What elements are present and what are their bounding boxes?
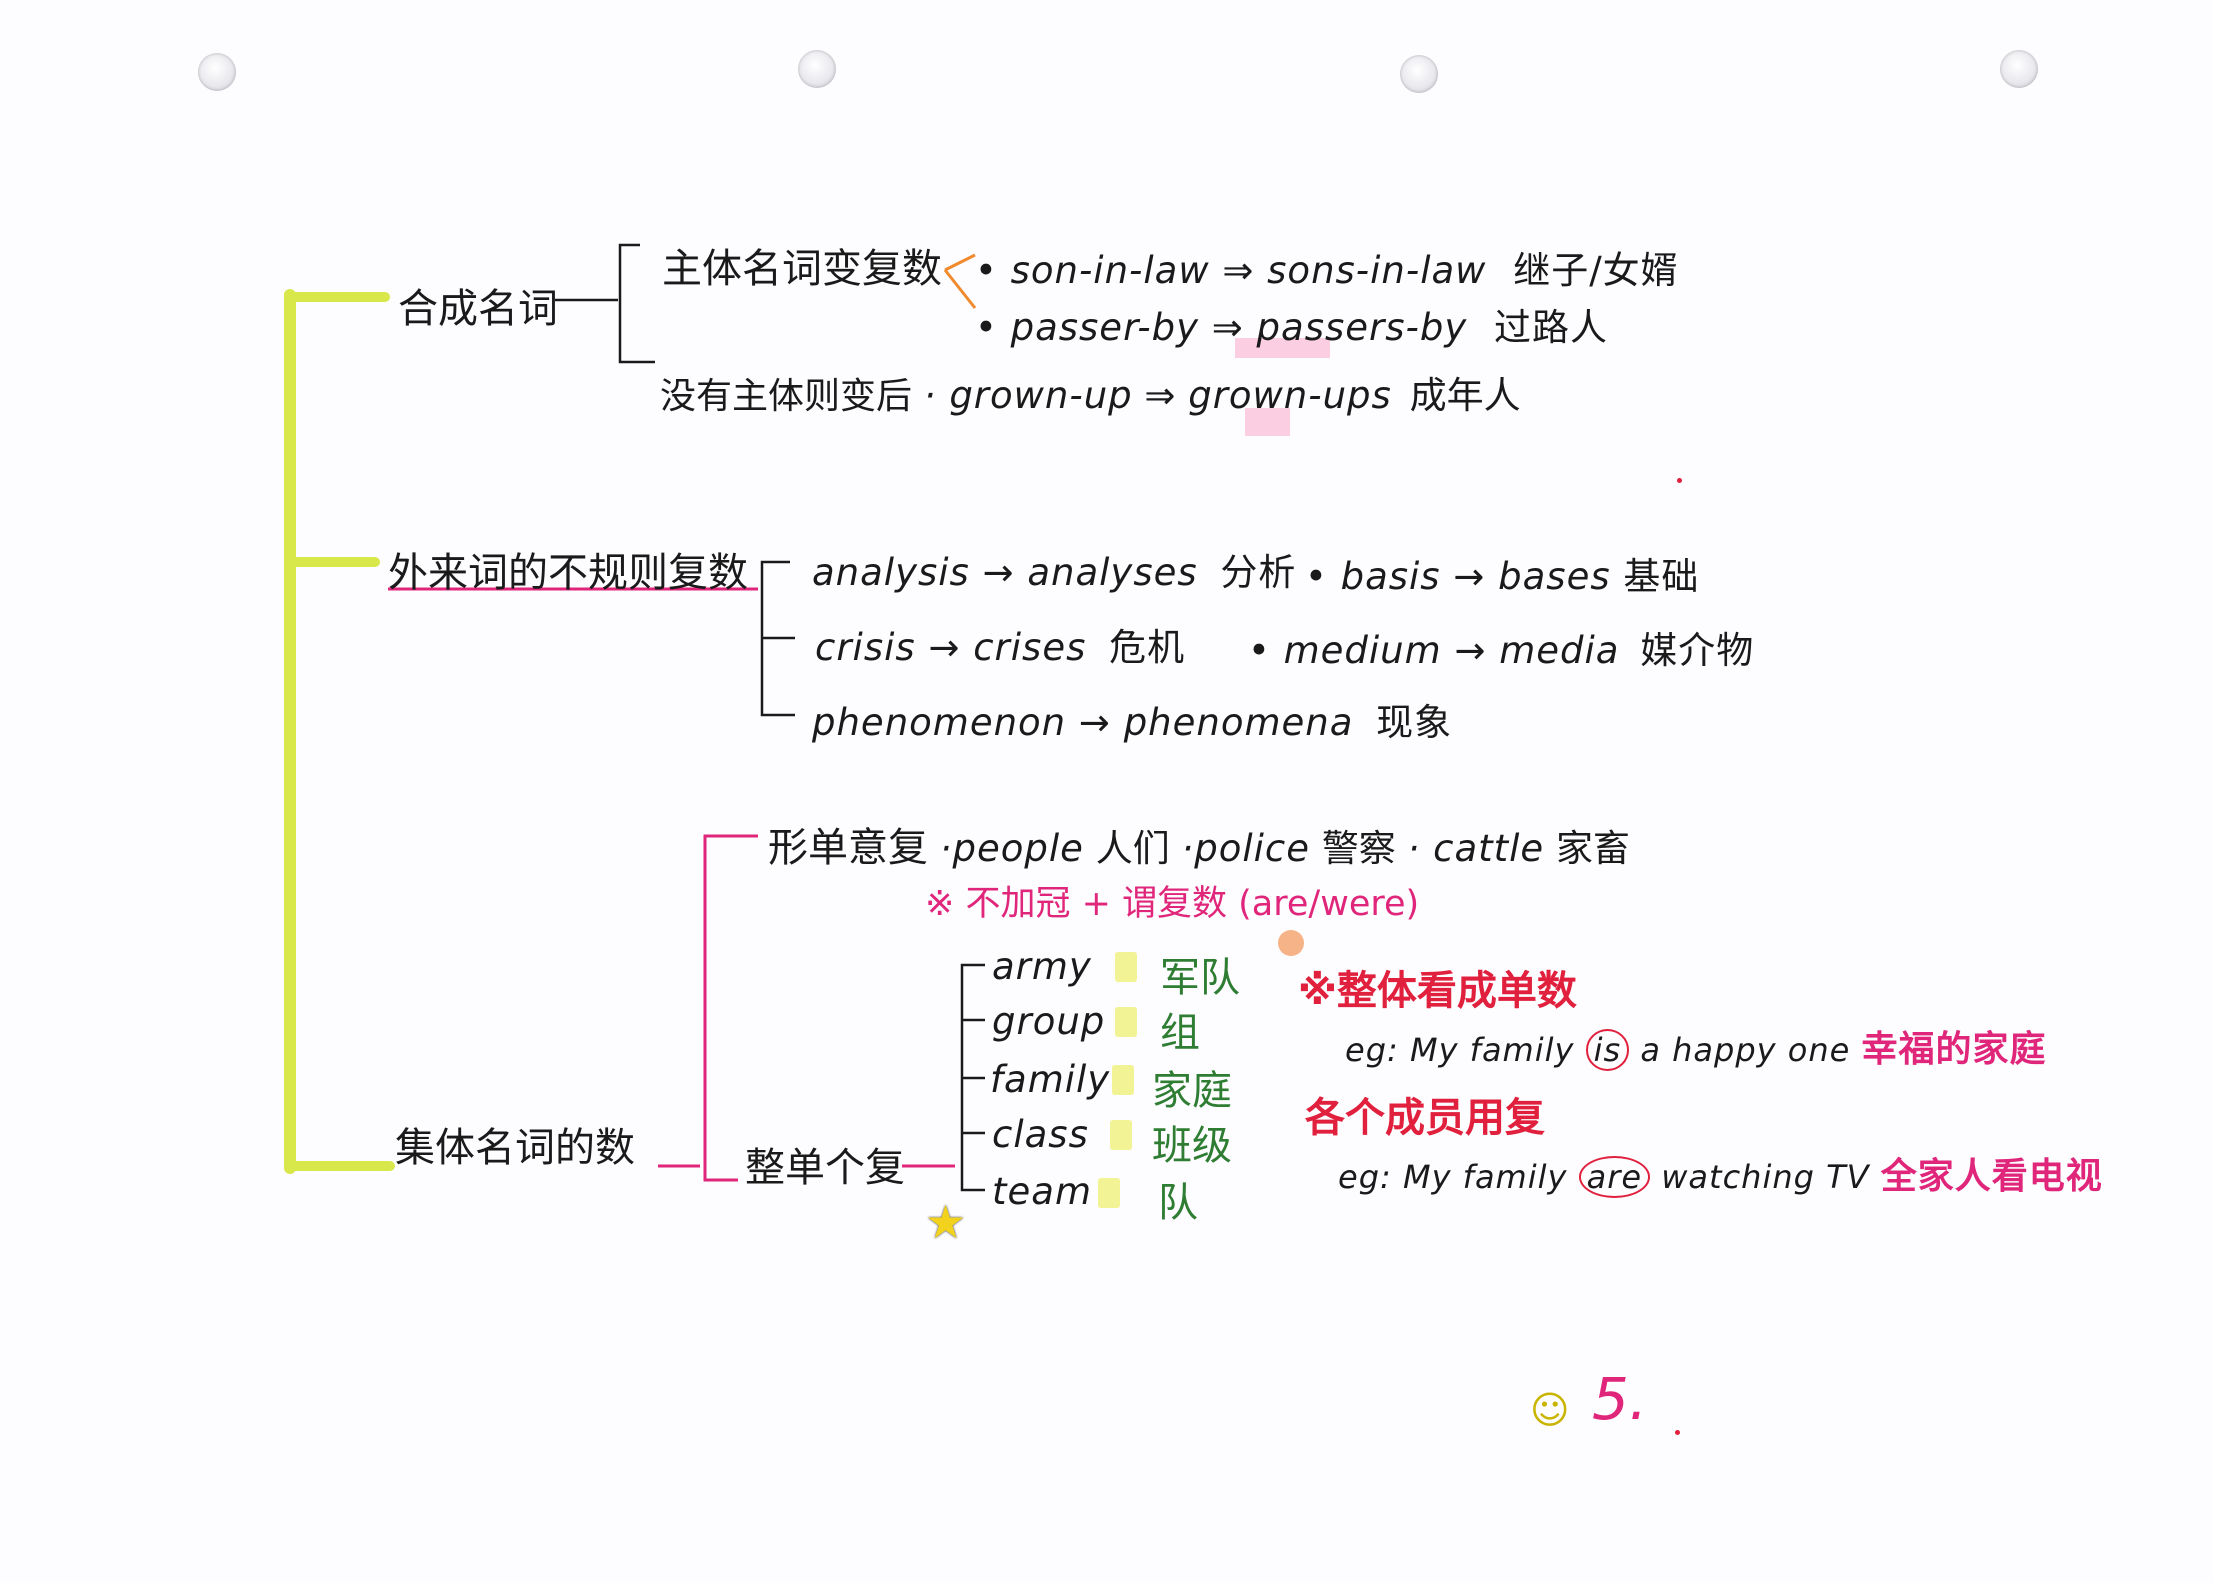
node-main-noun-plural: 主体名词变复数: [662, 246, 942, 292]
highlight-mark: [1112, 1065, 1134, 1095]
example-row: phenomenon → phenomena 现象: [812, 701, 1453, 744]
ink-dot: [1675, 1430, 1680, 1435]
node-singular-form-plural-meaning: 形单意复 ·people 人们 ·police 警察 · cattle 家畜: [768, 825, 1630, 871]
node-whole-single-members-plural: 整单个复: [745, 1145, 905, 1191]
meaning-group: 组: [1160, 1010, 1200, 1056]
binder-hole: [1400, 55, 1438, 93]
word-class: class: [992, 1113, 1089, 1156]
rule-whole-as-singular: ※整体看成单数: [1298, 968, 1577, 1014]
node-foreign-irregular-plurals: 外来词的不规则复数: [388, 550, 748, 596]
highlight-mark: [1115, 952, 1137, 982]
highlight-mark: [1245, 408, 1290, 436]
example-row: • medium → media 媒介物: [1248, 629, 1755, 672]
meaning-family: 家庭: [1152, 1068, 1232, 1114]
node-no-head-noun: 没有主体则变后 · grown-up ⇒ grown-ups 成年人: [660, 374, 1521, 417]
word-family: family: [990, 1058, 1111, 1101]
word-team: team: [992, 1170, 1092, 1213]
highlight-mark: [1115, 1007, 1137, 1037]
ink-dot: [1677, 478, 1682, 483]
word-army: army: [992, 945, 1092, 988]
star-icon: ★: [925, 1195, 967, 1249]
example-row: • passer-by ⇒ passers-by 过路人: [975, 306, 1609, 349]
rule-members-plural: 各个成员用复: [1305, 1095, 1545, 1141]
note-no-article: ※ 不加冠 + 谓复数 (are/were): [925, 884, 1420, 924]
example-row: analysis → analyses 分析: [812, 551, 1297, 594]
highlight-mark: [1098, 1178, 1120, 1208]
highlight-mark: [1110, 1120, 1132, 1150]
example-row: • basis → bases 基础: [1305, 555, 1700, 598]
word-group: group: [992, 1000, 1106, 1043]
node-collective-nouns: 集体名词的数: [395, 1125, 635, 1171]
meaning-class: 班级: [1152, 1123, 1232, 1169]
meaning-army: 军队: [1160, 955, 1240, 1001]
binder-hole: [2000, 50, 2038, 88]
example-singular: eg: My family is a happy one 幸福的家庭: [1345, 1029, 2047, 1071]
page-number: 5.: [1592, 1365, 1648, 1433]
binder-hole: [198, 53, 236, 91]
meaning-team: 队: [1158, 1180, 1198, 1226]
node-compound-nouns: 合成名词: [398, 286, 558, 332]
binder-hole: [798, 50, 836, 88]
smiley-icon: ☺: [1530, 1388, 1570, 1432]
example-plural: eg: My family are watching TV 全家人看电视: [1338, 1156, 2103, 1198]
pin-icon: [1278, 930, 1304, 956]
example-row: crisis → crises 危机: [815, 626, 1186, 669]
example-row: • son-in-law ⇒ sons-in-law 继子/女婿: [975, 249, 1679, 292]
highlight-mark: [1235, 338, 1330, 358]
